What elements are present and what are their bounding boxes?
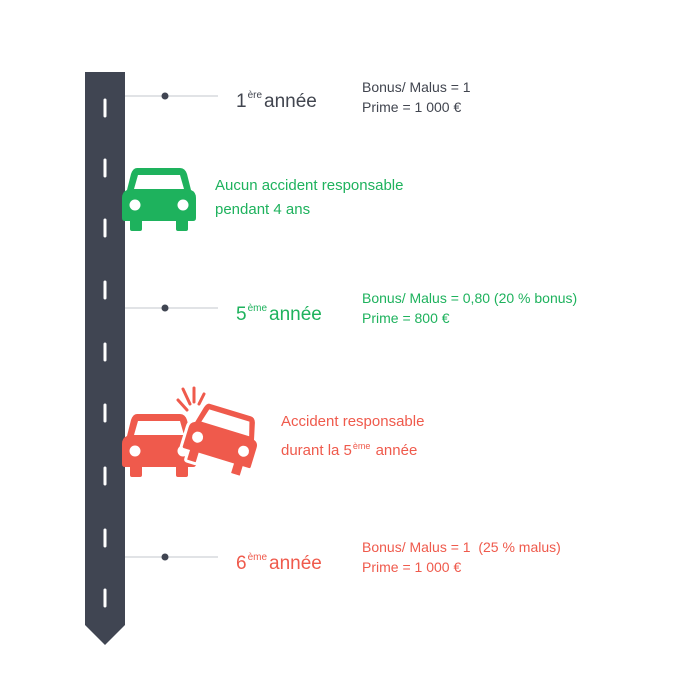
year-number: 5 [236,304,247,325]
event-line-1: Aucun accident responsable [215,177,404,194]
event-line-1: Accident responsable [281,413,425,430]
year-number: 1 [236,91,247,112]
year-suffix: ème [247,552,268,563]
year-number: 6 [236,553,247,574]
connector-year-5 [125,304,218,312]
no-accident-text: Aucun accident responsable pendant 4 ans [215,174,403,222]
year-1-details: Bonus/ Malus = 1 Prime = 1 000 € [362,77,471,117]
premium-text: Prime = 800 € [362,310,450,326]
year-suffix: ème [247,303,268,314]
bonus-malus-text: Bonus/ Malus = 0,80 (20 % bonus) [362,290,578,306]
year-word: année [269,304,322,325]
connector-year-6 [125,553,218,561]
event-line-2: pendant 4 ans [215,201,311,218]
bonus-malus-text: Bonus/ Malus = 1 (25 % malus) [362,539,561,555]
year-word: année [269,553,322,574]
car-crash-icon [122,386,261,479]
bonus-malus-text: Bonus/ Malus = 1 [362,79,471,95]
year-word: année [264,91,317,112]
year-5-details: Bonus/ Malus = 0,80 (20 % bonus) Prime =… [362,288,577,328]
premium-text: Prime = 1 000 € [362,559,462,575]
event-line-2: durant la 5ème année [281,434,424,463]
accident-text: Accident responsable durant la 5ème anné… [281,410,424,463]
event-line-2-prefix: durant la 5 [281,442,352,459]
event-line-2-suffix: ème [352,441,371,451]
year-suffix: ère [247,90,263,101]
connector-year-1 [125,92,218,100]
event-line-2-end: année [375,442,418,459]
impact-lines-icon [176,386,206,412]
premium-text: Prime = 1 000 € [362,99,462,115]
car-icon [122,168,196,231]
year-6-details: Bonus/ Malus = 1 (25 % malus) Prime = 1 … [362,537,561,577]
